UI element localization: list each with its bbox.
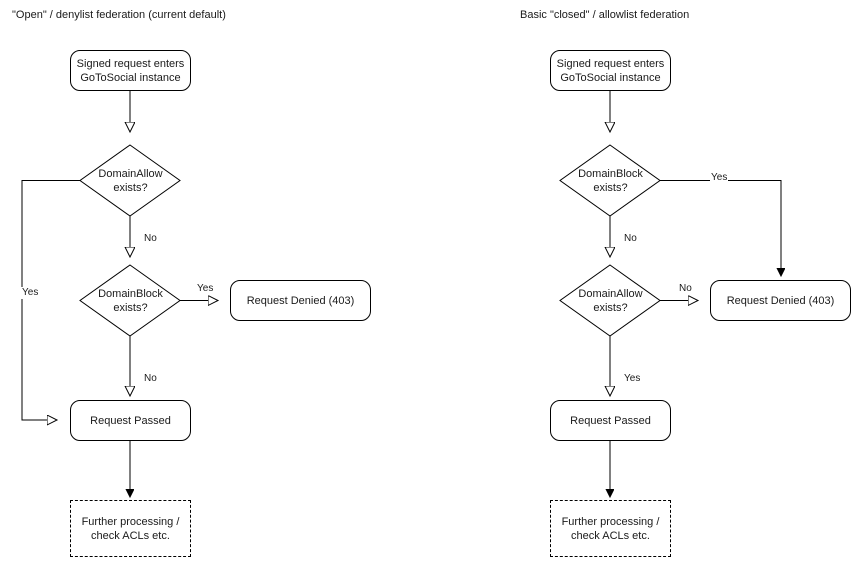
node-further-left-line2: check ACLs etc.: [91, 529, 170, 542]
edge-label-domainallow-no-right: No: [678, 283, 693, 295]
node-request-passed-right[interactable]: Request Passed: [550, 400, 671, 441]
decision-domainblock-shape: [79, 264, 181, 337]
node-entry-right-line2: GoToSocial instance: [560, 71, 661, 84]
node-request-passed-right-label: Request Passed: [570, 414, 651, 427]
edge-domainallow-yes: [21, 180, 80, 421]
left-diagram-edges: [21, 90, 218, 497]
node-request-denied-right-label: Request Denied (403): [726, 294, 835, 307]
decision-domainallow-shape: [79, 144, 181, 217]
right-diagram-edges: [559, 90, 781, 497]
edge-label-domainallow-yes-left: Yes: [21, 287, 40, 299]
node-request-passed-left-label: Request Passed: [90, 414, 171, 427]
edge-label-domainblock-yes-left: Yes: [196, 283, 215, 295]
node-further-left-line1: Further processing /: [81, 515, 180, 528]
edge-domainblock-yes-right: [660, 180, 781, 277]
edge-label-domainallow-yes-right: Yes: [623, 373, 642, 385]
node-request-denied-right[interactable]: Request Denied (403): [710, 280, 851, 321]
diagram-title-right: Basic "closed" / allowlist federation: [520, 9, 690, 21]
edge-label-domainblock-no-left: No: [143, 373, 158, 385]
node-further-right-line2: check ACLs etc.: [571, 529, 650, 542]
edge-label-domainblock-no-right: No: [623, 233, 638, 245]
node-entry-left-line1: Signed request enters: [76, 57, 185, 70]
node-further-processing-right[interactable]: Further processing / check ACLs etc.: [550, 500, 671, 557]
node-entry-left-line2: GoToSocial instance: [80, 71, 181, 84]
node-entry-right[interactable]: Signed request enters GoToSocial instanc…: [550, 50, 671, 91]
node-request-passed-left[interactable]: Request Passed: [70, 400, 191, 441]
node-request-denied-left-label: Request Denied (403): [246, 294, 355, 307]
node-further-processing-left[interactable]: Further processing / check ACLs etc.: [70, 500, 191, 557]
node-further-right-line1: Further processing /: [561, 515, 660, 528]
decision-domainallow-shape-right: [559, 264, 661, 337]
diagram-title-left: "Open" / denylist federation (current de…: [12, 9, 226, 21]
node-entry-right-line1: Signed request enters: [556, 57, 665, 70]
edge-label-domainblock-yes-right: Yes: [710, 172, 729, 184]
node-entry-left[interactable]: Signed request enters GoToSocial instanc…: [70, 50, 191, 91]
edge-label-domainallow-no-left: No: [143, 233, 158, 245]
node-request-denied-left[interactable]: Request Denied (403): [230, 280, 371, 321]
decision-domainblock-shape-right: [559, 144, 661, 217]
